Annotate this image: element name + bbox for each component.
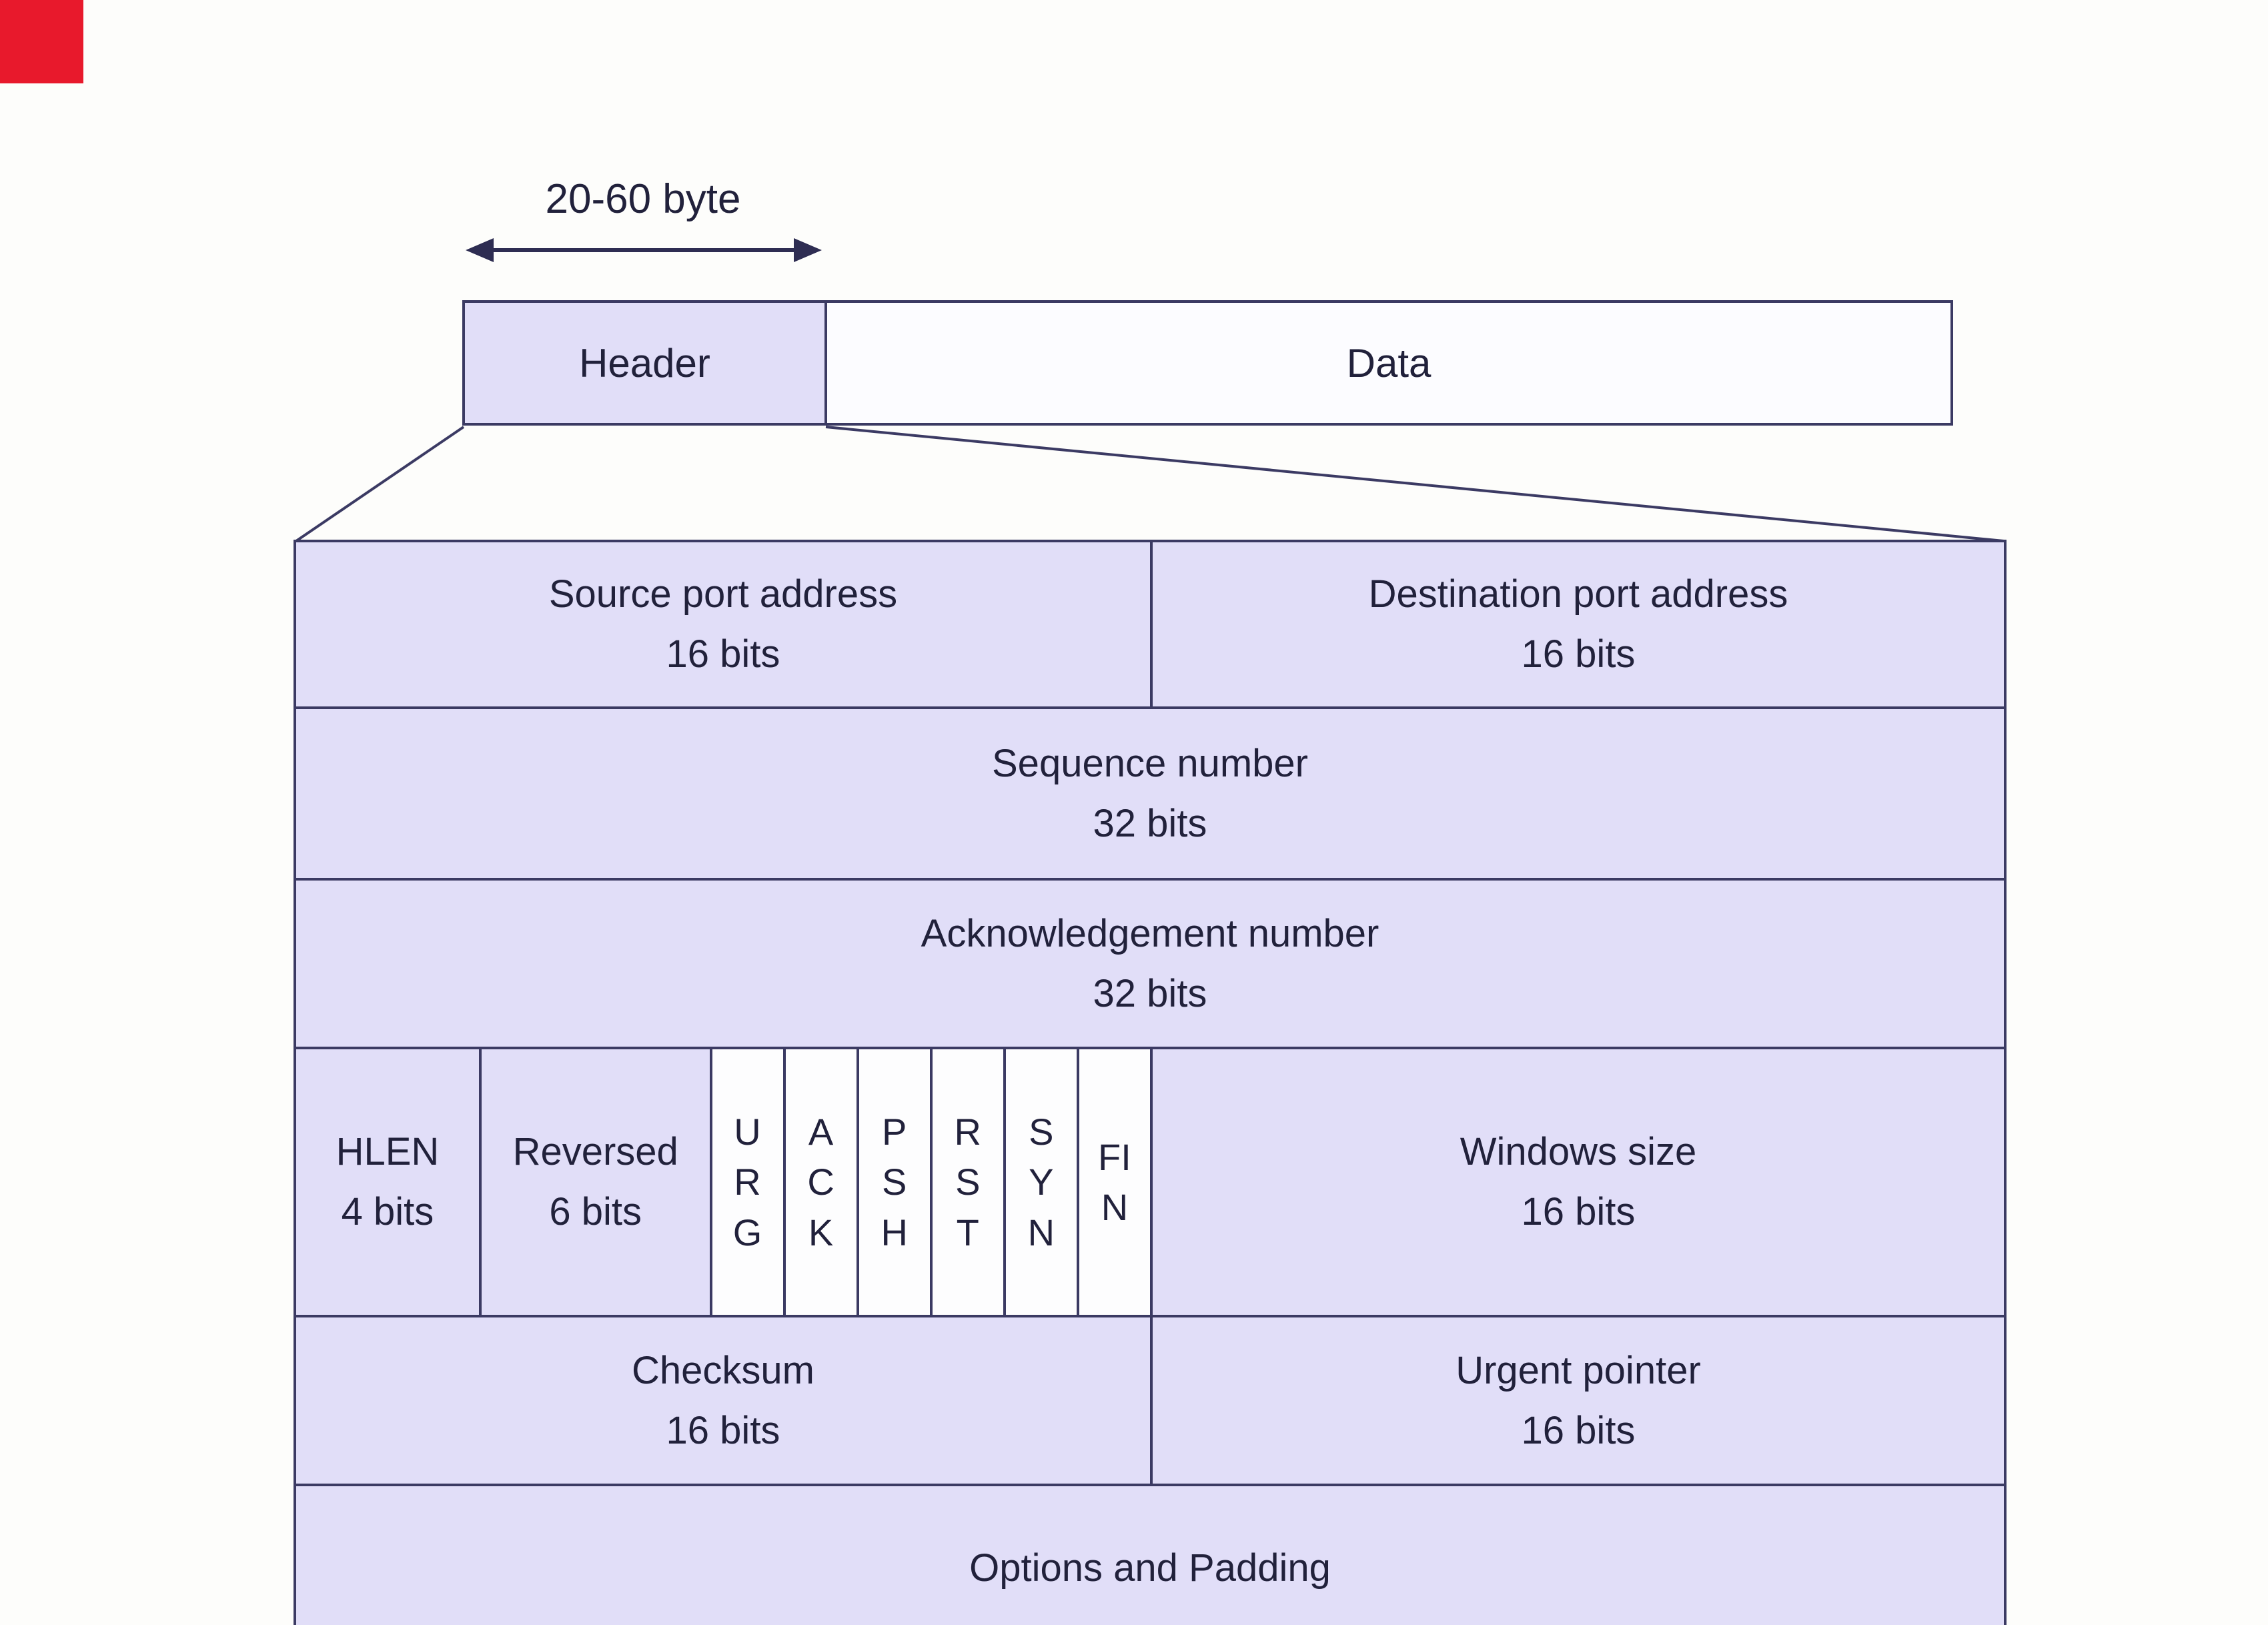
- field-name: Checksum: [632, 1348, 814, 1392]
- field-name: Destination port address: [1368, 572, 1788, 616]
- expansion-line-right: [825, 426, 2005, 542]
- field-sequence-number: Sequence number 32 bits: [296, 709, 2004, 878]
- flag-ack: ACK: [782, 1049, 857, 1315]
- field-size: 32 bits: [1093, 971, 1207, 1015]
- field-name: Windows size: [1460, 1130, 1697, 1174]
- flag-label: URG: [732, 1111, 762, 1253]
- field-size: 16 bits: [1521, 1408, 1636, 1452]
- red-corner-marker: [0, 0, 83, 83]
- table-row-options: Options and Padding: [296, 1484, 2004, 1625]
- field-source-port: Source port address 16 bits: [296, 542, 1150, 706]
- flag-label: SYN: [1027, 1111, 1055, 1253]
- flag-urg: URG: [709, 1049, 783, 1315]
- field-size: 6 bits: [549, 1190, 642, 1233]
- field-reserved: Reversed 6 bits: [478, 1049, 710, 1315]
- segment-header-label: Header: [579, 340, 710, 386]
- table-row-flags: HLEN 4 bits Reversed 6 bits URG ACK PSH …: [296, 1047, 2004, 1315]
- field-name: Sequence number: [992, 741, 1308, 785]
- field-acknowledgement-number: Acknowledgement number 32 bits: [296, 881, 2004, 1047]
- table-row-sequence: Sequence number 32 bits: [296, 706, 2004, 878]
- flag-label: FIN: [1098, 1135, 1131, 1228]
- segment-data-label: Data: [1346, 340, 1432, 386]
- field-size: 16 bits: [666, 632, 780, 676]
- table-row-checksum: Checksum 16 bits Urgent pointer 16 bits: [296, 1315, 2004, 1484]
- expansion-line-left: [295, 426, 465, 542]
- segment-bar: Header Data: [462, 300, 1953, 426]
- flag-label: ACK: [807, 1111, 834, 1253]
- table-row-ports: Source port address 16 bits Destination …: [296, 542, 2004, 706]
- flag-fin: FIN: [1076, 1049, 1150, 1315]
- field-size: 16 bits: [1521, 1190, 1636, 1233]
- field-checksum: Checksum 16 bits: [296, 1317, 1150, 1484]
- field-destination-port: Destination port address 16 bits: [1150, 542, 2004, 706]
- flag-label: RST: [954, 1111, 981, 1253]
- field-size: 4 bits: [341, 1190, 434, 1233]
- flag-rst: RST: [929, 1049, 1003, 1315]
- flag-label: PSH: [881, 1111, 908, 1253]
- field-options-padding: Options and Padding: [296, 1486, 2004, 1625]
- flag-syn: SYN: [1003, 1049, 1077, 1315]
- field-name: Acknowledgement number: [921, 911, 1379, 955]
- field-name: HLEN: [336, 1130, 440, 1174]
- table-row-acknowledgement: Acknowledgement number 32 bits: [296, 878, 2004, 1047]
- field-hlen: HLEN 4 bits: [296, 1049, 479, 1315]
- field-size: 16 bits: [666, 1408, 780, 1452]
- segment-header-cell: Header: [465, 303, 827, 423]
- field-window-size: Windows size 16 bits: [1149, 1049, 2004, 1315]
- field-name: Source port address: [548, 572, 898, 616]
- field-size: 32 bits: [1093, 801, 1207, 845]
- field-size: 16 bits: [1521, 632, 1636, 676]
- double-arrow-icon: [466, 238, 822, 262]
- field-name: Urgent pointer: [1456, 1348, 1701, 1392]
- segment-data-cell: Data: [827, 303, 1950, 423]
- byte-range-label: 20-60 byte: [545, 176, 741, 222]
- flag-psh: PSH: [856, 1049, 930, 1315]
- field-name: Reversed: [512, 1130, 678, 1174]
- tcp-header-fields-table: Source port address 16 bits Destination …: [294, 540, 2007, 1625]
- field-name: Options and Padding: [969, 1546, 1331, 1590]
- field-urgent-pointer: Urgent pointer 16 bits: [1150, 1317, 2004, 1484]
